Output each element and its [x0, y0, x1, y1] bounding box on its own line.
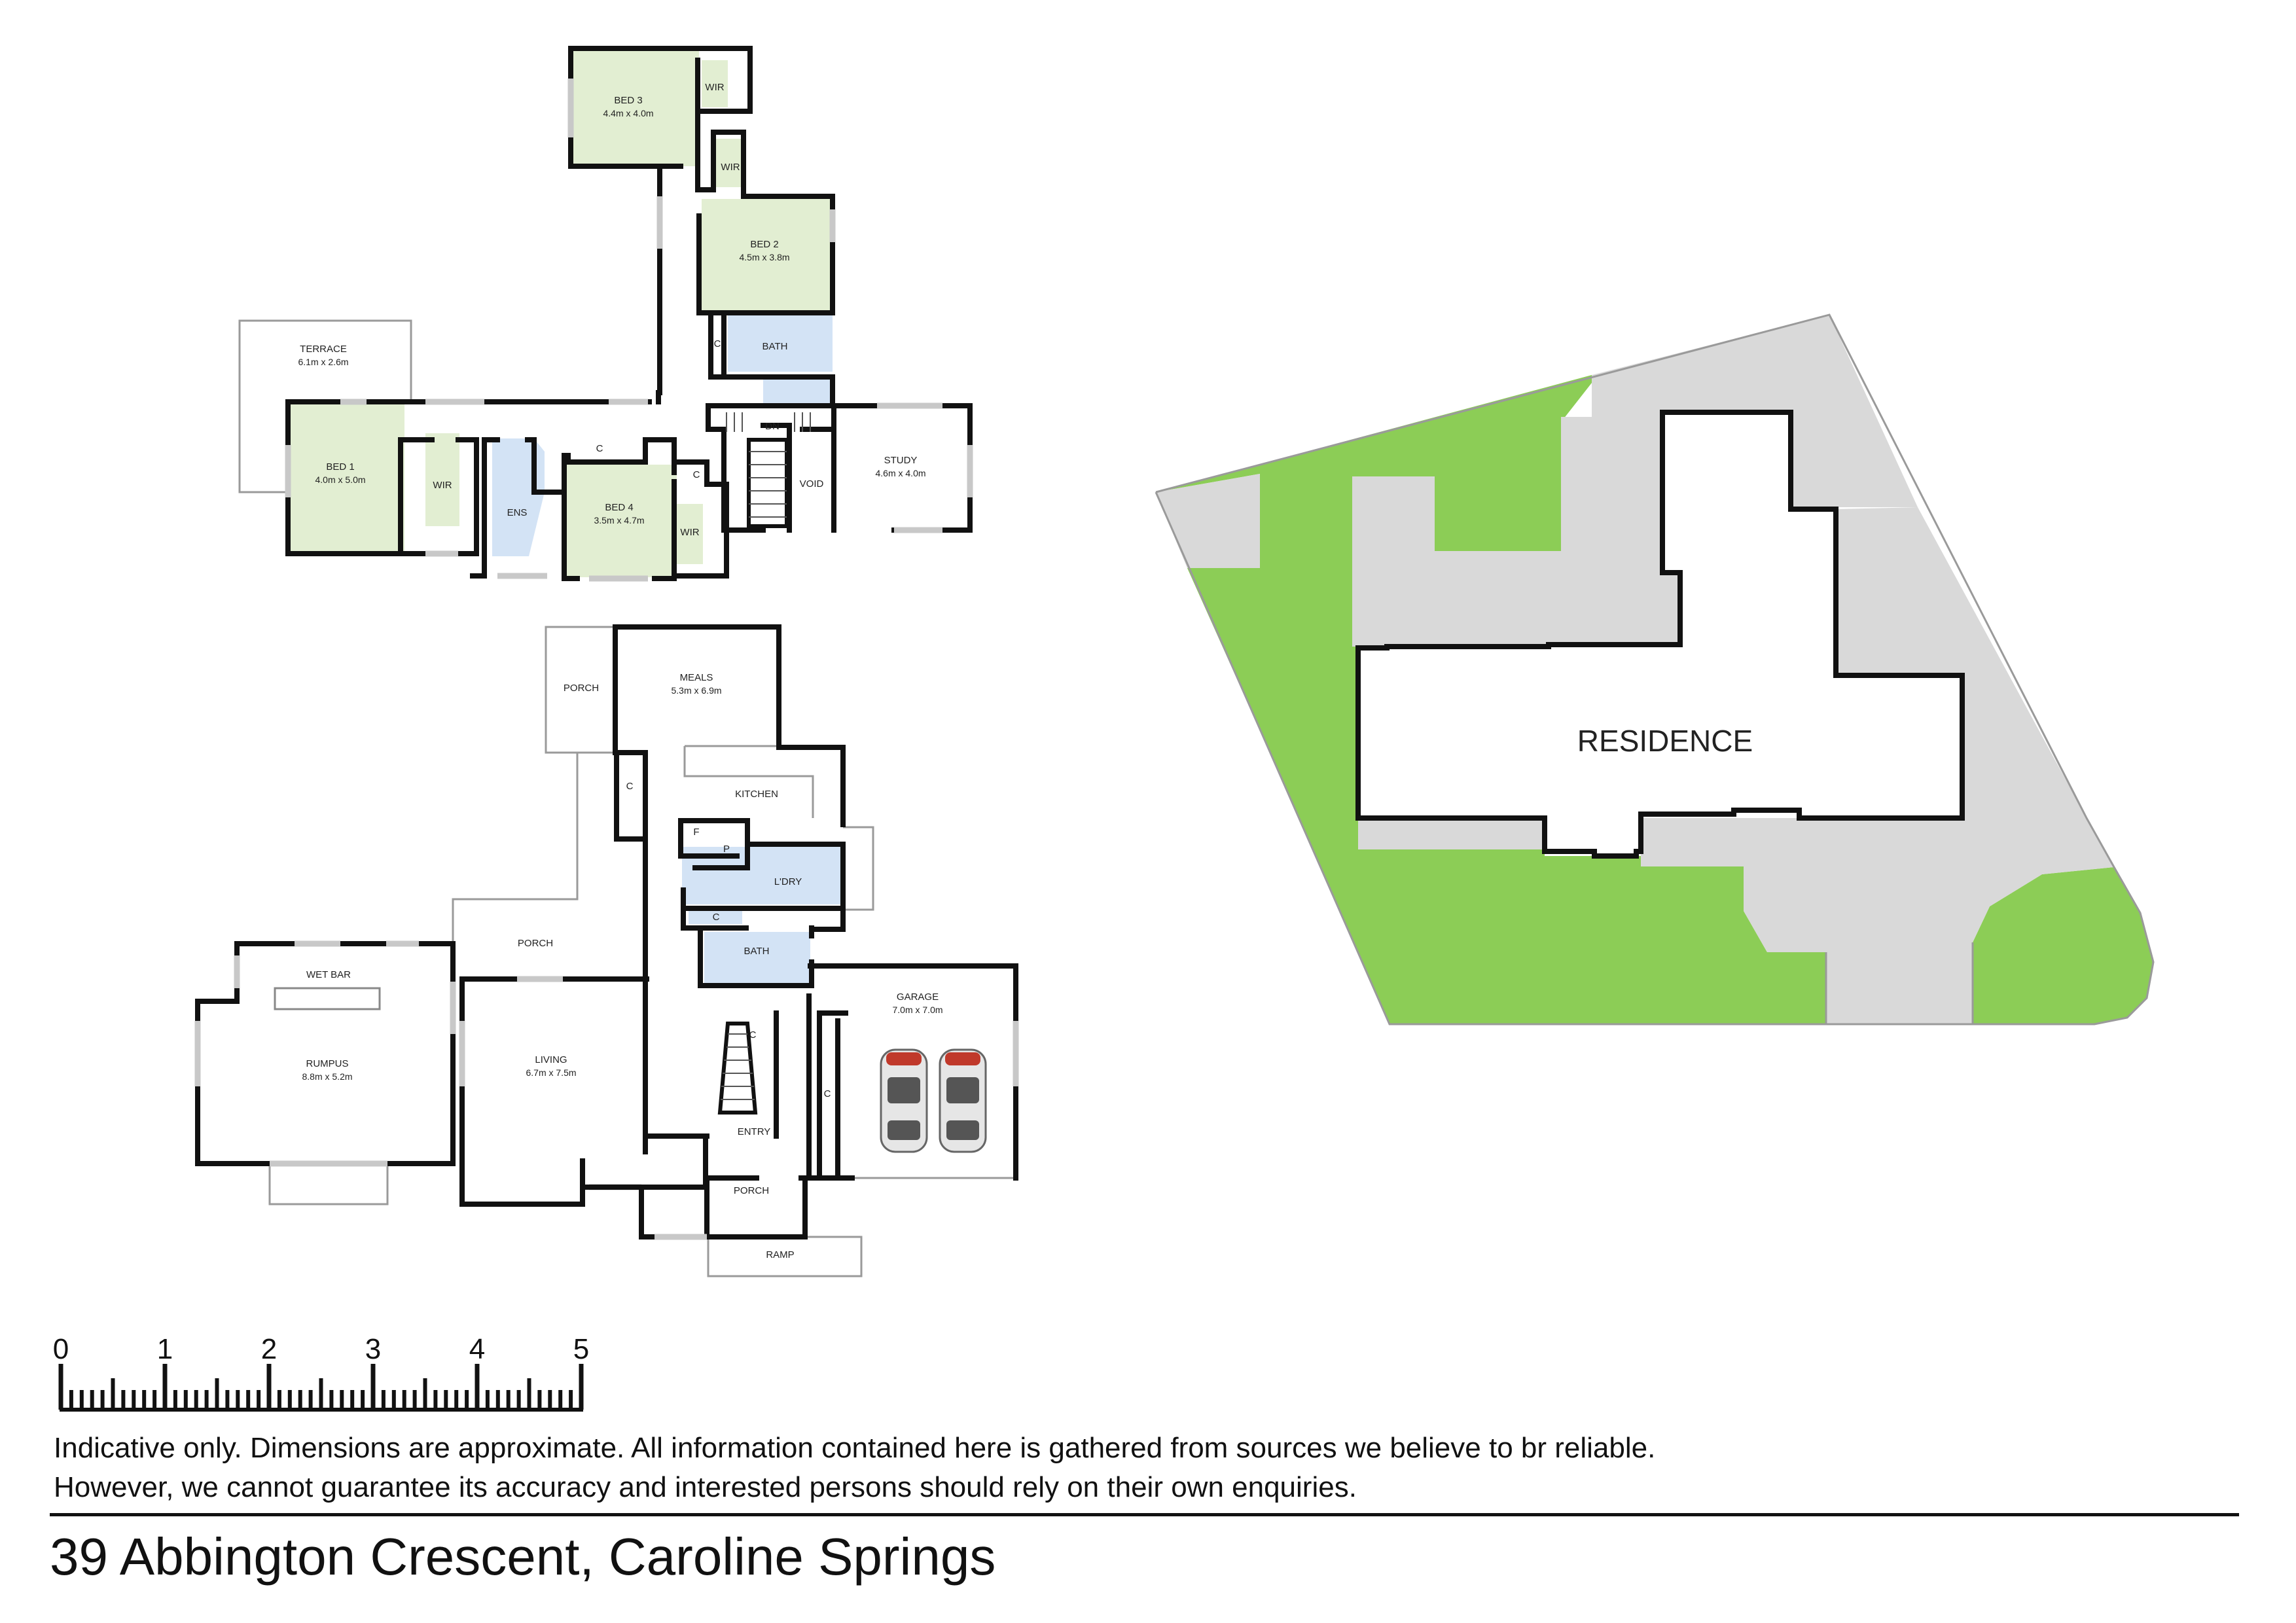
bed2-fill: [702, 199, 833, 312]
site-paving-west: [1352, 417, 1600, 664]
scale-label-5: 5: [573, 1333, 589, 1365]
site-lawn-west: [1187, 474, 1387, 818]
wir-bed1-label: WIR: [433, 480, 452, 491]
site-paving-strip: [1358, 818, 1545, 849]
ramp-label: RAMP: [766, 1249, 794, 1260]
site-paving-east: [1836, 507, 2087, 818]
bath-ground-label: BATH: [744, 946, 770, 957]
property-address: 39 Abbington Crescent, Caroline Springs: [50, 1527, 996, 1586]
car-left-icon: [880, 1048, 928, 1153]
terrace-dims: 6.1m x 2.6m: [298, 357, 348, 367]
bed1-dims: 4.0m x 5.0m: [315, 474, 365, 485]
disclaimer-line-1: Indicative only. Dimensions are approxim…: [54, 1432, 1656, 1464]
bath-up-fill: [728, 315, 833, 372]
garage-label: GARAGE: [897, 991, 939, 1003]
scale-label-1: 1: [157, 1333, 173, 1365]
scale-label-4: 4: [469, 1333, 485, 1365]
meals-label: MEALS: [680, 672, 713, 683]
bed2-dims: 4.5m x 3.8m: [739, 252, 789, 262]
dn-label: DN: [765, 421, 780, 432]
residence-footprint: [1355, 410, 1965, 859]
site-lawn-southeast: [1973, 867, 2153, 1024]
rumpus-walls: [234, 941, 456, 1166]
void-label: VOID: [800, 478, 824, 490]
living-dims: 6.7m x 7.5m: [526, 1067, 576, 1078]
garage-dims: 7.0m x 7.0m: [892, 1005, 942, 1015]
garage-walls: [808, 963, 1018, 1181]
ldry-label: L'DRY: [774, 876, 802, 887]
porch-entry-label: PORCH: [734, 1185, 769, 1196]
entry-label: ENTRY: [738, 1126, 771, 1137]
bed3-fill: [571, 48, 699, 166]
divider-rule: [50, 1513, 2239, 1516]
ground-floor: PORCH MEALS 5.3m x 6.9m C KITCHEN F P L'…: [194, 624, 1019, 1277]
bed4-dims: 3.5m x 4.7m: [594, 515, 644, 526]
bed3-dims: 4.4m x 4.0m: [603, 108, 653, 118]
upper-floor: BED 3 4.4m x 4.0m WIR WIR BED 2 4.5m x 3…: [238, 46, 973, 582]
wir-bed3-label: WIR: [705, 82, 724, 93]
meals-walls: [613, 624, 846, 827]
wir-bed1-fill: [425, 433, 459, 526]
study-label: STUDY: [884, 455, 918, 466]
rumpus-dims: 8.8m x 5.2m: [302, 1071, 352, 1082]
site-paving-south: [1641, 818, 2114, 1024]
scale-label-3: 3: [365, 1333, 381, 1365]
ramp-outline: [707, 1236, 863, 1277]
residence-label: RESIDENCE: [1577, 724, 1753, 758]
c-stair-label: C: [749, 1029, 757, 1041]
wir-bed2-label: WIR: [721, 162, 740, 173]
kitchen-label: KITCHEN: [735, 789, 778, 800]
porch-meals-label: PORCH: [564, 683, 599, 694]
porch-mid-label: PORCH: [518, 938, 553, 949]
site-plan: RESIDENCE: [1155, 313, 2155, 1026]
terrace-outline: [238, 319, 412, 493]
living-label: LIVING: [535, 1054, 567, 1065]
c-bed4-label: C: [596, 443, 603, 454]
c-hall-label: C: [693, 469, 700, 480]
bed2-label: BED 2: [750, 239, 778, 250]
terrace-label: TERRACE: [300, 344, 347, 355]
c-meals-label: C: [626, 781, 634, 792]
site-paving-northwest: [1156, 474, 1260, 568]
rumpus-label: RUMPUS: [306, 1058, 348, 1069]
bed4-fill: [567, 465, 677, 577]
f-label: F: [693, 827, 699, 838]
bed1-label: BED 1: [326, 461, 354, 473]
site-lawn-south: [1299, 818, 1826, 1024]
wir-bed2-fill: [716, 139, 744, 187]
site-boundary: [1155, 313, 2155, 1026]
scale-label-0: 0: [53, 1333, 69, 1365]
entry-stairs: [717, 1010, 779, 1139]
upper-stairs: [726, 412, 811, 528]
car-right-icon: [939, 1048, 987, 1153]
disclaimer: Indicative only. Dimensions are approxim…: [54, 1429, 2017, 1507]
scale-bar: 0 1 2 3 4 5: [53, 1333, 589, 1412]
wet-bar-label: WET BAR: [306, 969, 351, 980]
bed4-label: BED 4: [605, 502, 633, 513]
bath-up-fill-2: [763, 378, 831, 403]
c-garage-label: C: [824, 1088, 831, 1099]
c-bath-label: C: [714, 338, 721, 349]
bath-up-label: BATH: [762, 341, 788, 352]
disclaimer-line-2: However, we cannot guarantee its accurac…: [54, 1471, 1357, 1503]
wet-bar-counter: [274, 987, 381, 1010]
porch-meals-outline: [545, 626, 615, 754]
wir-bed3-fill: [702, 60, 728, 107]
p-label: P: [723, 844, 730, 855]
bath-ground-fill: [704, 932, 810, 984]
scale-ticks: [58, 1364, 584, 1410]
c-ldry-label: C: [713, 912, 720, 923]
meals-dims: 5.3m x 6.9m: [671, 685, 721, 696]
ens-label: ENS: [507, 507, 528, 518]
bed3-label: BED 3: [614, 95, 642, 106]
site-paving-north: [1587, 315, 1918, 645]
bed1-fill: [287, 402, 404, 552]
wir-bed4-label: WIR: [680, 527, 699, 538]
scale-label-2: 2: [261, 1333, 277, 1365]
study-dims: 4.6m x 4.0m: [875, 468, 925, 478]
